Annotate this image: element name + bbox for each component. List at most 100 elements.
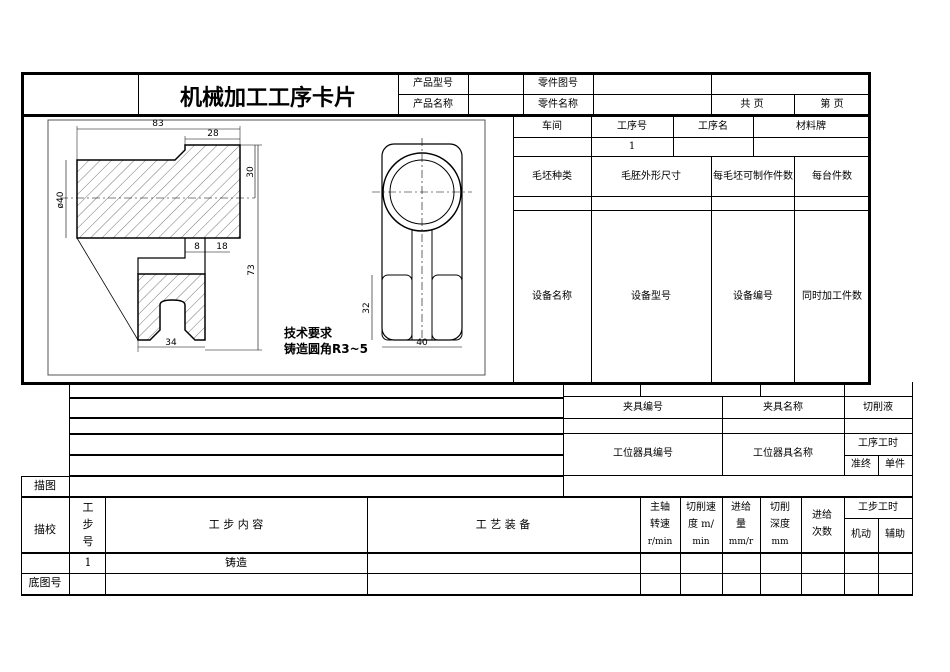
feed-count-header-2: 次数 [812,527,832,538]
step-no-header-1: 工 [82,501,94,514]
equipment-header: 工 艺 装 备 [475,518,531,531]
info-v2a [673,116,674,156]
cutting-speed-header-1: 切削速 [686,502,716,513]
info-v3 [794,156,795,384]
spindle-header-1: 主轴 [650,502,670,513]
equipment-no-label: 设备编号 [733,291,773,302]
header-bottom-rule [21,114,871,117]
dim-73: 73 [247,264,257,276]
depth-header-1: 切削 [770,502,790,513]
lower-left-border [69,384,70,595]
process-name-label: 工序名 [698,121,728,132]
fx-v3 [878,455,879,476]
section-body [76,144,241,239]
lower-right-border [912,382,913,596]
coolant-label: 切削液 [863,402,893,413]
hdr-v7 [794,94,795,115]
hdr-v1 [138,72,139,115]
station-tool-no-label: 工位器具编号 [613,448,673,459]
product-name-label: 产品名称 [413,99,453,110]
total-pages-label: 共 页 [740,99,764,110]
unit-label: 单件 [885,459,905,470]
hdr-v4 [523,72,524,115]
cutting-speed-header-3: min [692,537,710,547]
material-label: 材料牌 [796,121,826,132]
blank-size-label: 毛胚外形尺寸 [621,171,681,182]
fx-h1 [563,396,913,397]
dim-32: 32 [362,302,372,314]
step-row-no: 1 [84,556,92,569]
card-title: 机械加工工序卡片 [179,86,357,111]
lower-rule-7 [21,552,913,554]
neck [137,238,206,274]
border-right-upper [868,72,871,385]
dim-phi40: ø40 [56,191,66,209]
aux-time-header: 辅助 [885,529,905,540]
fx-h2 [563,418,913,419]
info-v3a [753,116,754,156]
step-hours-header: 工步工时 [858,502,898,513]
spindle-header-2: 转速 [650,519,670,530]
hdr-v3 [468,72,469,115]
step-content-header: 工 步 内 容 [208,518,264,531]
drawing-frame [47,119,486,376]
simultaneous-parts-label: 同时加工件数 [802,291,862,302]
process-no-value: 1 [628,141,636,152]
dim-83: 83 [152,119,164,129]
info-h3 [513,196,869,197]
fx-v2 [844,384,845,476]
process-no-label: 工序号 [617,121,647,132]
dim-30: 30 [246,166,256,178]
hdr-mid-rule [398,94,870,95]
feed-header-2: 量 [736,519,746,530]
dim-8: 8 [194,242,200,252]
lower-rule-6 [21,496,913,498]
st-v2 [367,497,368,595]
product-model-label: 产品型号 [413,78,453,89]
fx-v1 [722,396,723,476]
fixture-name-label: 夹具名称 [763,402,803,413]
fx-h4 [563,475,913,476]
side-left-border [21,476,22,596]
info-h4 [513,210,869,211]
step-no-header-3: 号 [82,535,94,548]
dim-34: 34 [165,338,177,348]
info-left-border [513,116,514,384]
prep-end-label: 准终 [851,459,871,470]
blank-type-label: 毛坯种类 [532,171,572,182]
check-label: 描校 [34,523,56,536]
side-rule-1 [21,476,69,477]
fixture-no-label: 夹具编号 [623,402,663,413]
step-no-header-2: 步 [82,518,94,531]
lower-rule-4 [69,454,563,456]
fx-v0 [640,384,641,397]
spindle-header-3: r/min [647,537,673,547]
info-v1 [591,116,592,384]
st-v4 [680,497,681,595]
depth-header-2: 深度 [770,519,790,530]
step-row-content: 铸造 [225,556,247,569]
lower-rule-5 [69,475,563,477]
border-top [21,72,871,75]
workshop-label: 车间 [542,121,562,132]
feed-count-header-1: 进给 [812,510,832,521]
st-v7 [801,497,802,595]
depth-header-3: mm [771,537,789,547]
lower-rule-2 [69,417,563,419]
hdr-v2 [398,72,399,115]
base-drawing-no-label: 底图号 [28,576,62,589]
fx-v0b [760,384,761,397]
fork-section [137,273,206,341]
info-h1 [513,137,869,138]
feed-header-1: 进给 [731,502,751,513]
st-v9 [878,518,879,595]
info-h2 [513,156,869,157]
st-v6 [760,497,761,595]
dim-18: 18 [216,242,228,252]
hdr-v5 [593,72,594,115]
tech-note-title: 技术要求 [284,326,333,340]
part-drawing-no-label: 零件图号 [538,78,578,89]
machine-time-header: 机动 [851,529,871,540]
st-v8 [844,497,845,595]
